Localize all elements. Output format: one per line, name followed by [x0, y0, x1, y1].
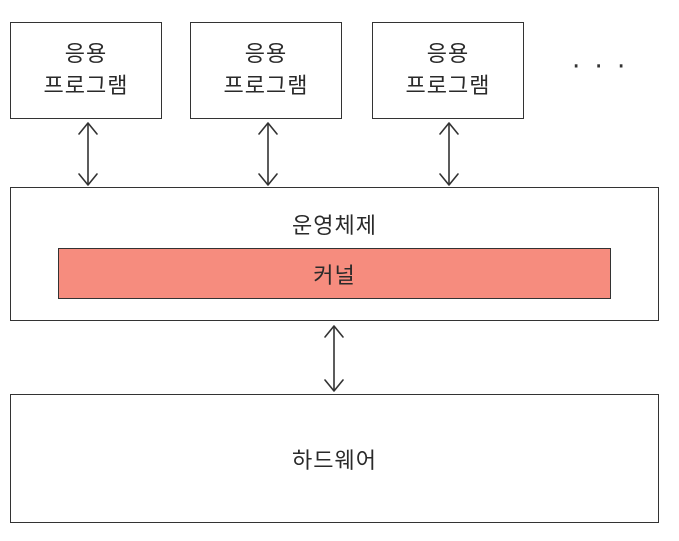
application-label-line2: 프로그램 — [405, 73, 491, 99]
more-applications-ellipsis: · · · — [572, 52, 629, 82]
application-label-line2: 프로그램 — [43, 73, 129, 99]
hardware-box: 하드웨어 — [10, 394, 659, 523]
double-arrow-icon — [439, 122, 459, 186]
application-label-line1: 응용 — [244, 41, 288, 67]
application-box: 응용 프로그램 — [190, 22, 342, 119]
kernel-label: 커널 — [313, 263, 356, 289]
application-label-line2: 프로그램 — [223, 73, 309, 99]
double-arrow-icon — [324, 325, 344, 392]
hardware-label: 하드웨어 — [292, 448, 377, 474]
application-box: 응용 프로그램 — [10, 22, 162, 119]
operating-system-label: 운영체제 — [292, 214, 377, 239]
double-arrow-icon — [78, 122, 98, 186]
double-arrow-icon — [258, 122, 278, 186]
kernel-box: 커널 — [58, 248, 611, 299]
application-label-line1: 응용 — [426, 41, 470, 67]
operating-system-box: 운영체제 커널 — [10, 187, 659, 321]
application-box: 응용 프로그램 — [372, 22, 524, 119]
application-label-line1: 응용 — [64, 41, 108, 67]
